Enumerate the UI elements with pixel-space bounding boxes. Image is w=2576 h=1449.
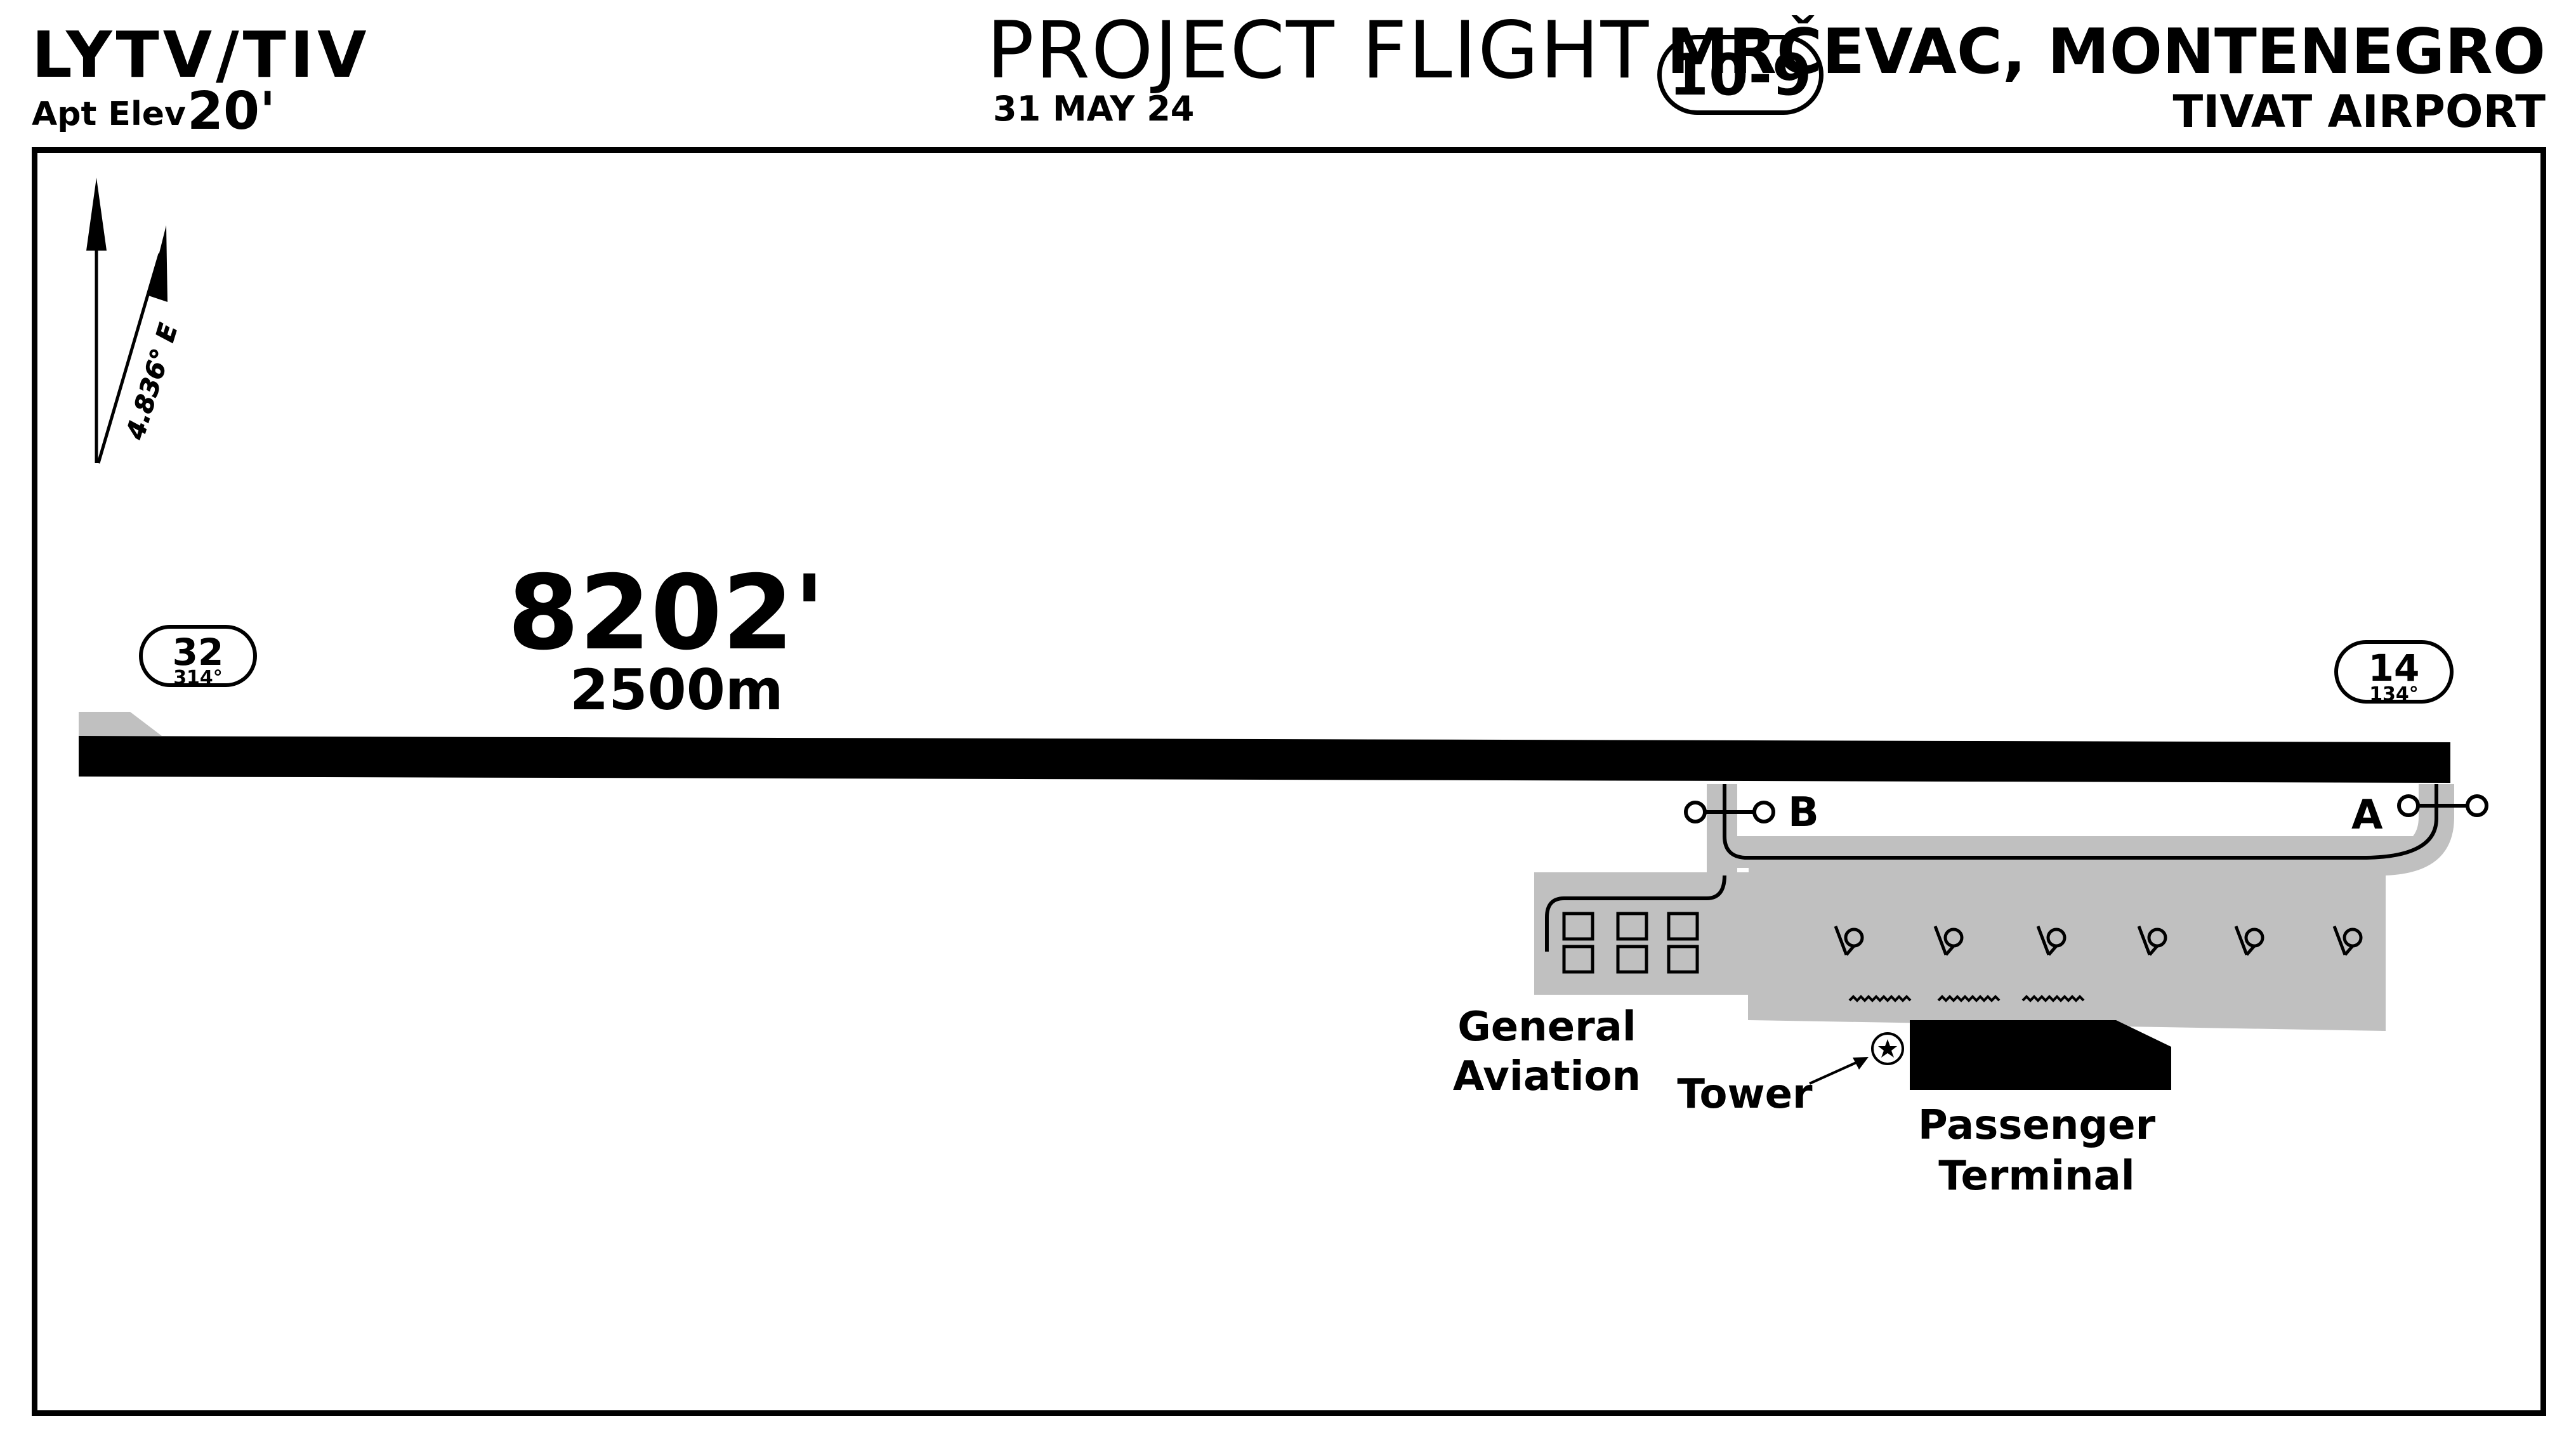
- tower-label: Tower: [1677, 1071, 1813, 1118]
- tower-icon: [1871, 1032, 1904, 1065]
- chart-number-badge: 10-9: [1657, 35, 1824, 115]
- taxiway-b-hold-marker: [1684, 801, 1775, 823]
- airport-name: TIVAT AIRPORT: [2172, 86, 2546, 138]
- parking-stand-icon: [2036, 926, 2067, 956]
- parking-stand-icon: [1834, 926, 1864, 956]
- parking-stands: [1834, 926, 2363, 956]
- chart-date: 31 MAY 24: [993, 89, 1195, 129]
- ga-parking-spots: [1562, 912, 1699, 974]
- chart-number: 10-9: [1669, 41, 1812, 108]
- runway-32-number: 32: [173, 631, 224, 674]
- north-arrow-icon: 4.836° E: [86, 178, 184, 464]
- parking-stand-icon: [2137, 926, 2167, 956]
- runway-32-heading: 314°: [173, 667, 223, 689]
- runway-length-ft: 8202': [508, 554, 825, 673]
- runway-end-14: 14 134°: [2334, 640, 2454, 705]
- terminal-label-line2: Terminal: [1938, 1153, 2134, 1200]
- general-aviation-label-line2: Aviation: [1453, 1053, 1641, 1100]
- tower-pointer-arrow: [1809, 1057, 1869, 1085]
- parking-stand-icon: [2332, 926, 2363, 956]
- pavement-areas: [79, 712, 2454, 1031]
- parallel-taxiway: [1737, 836, 2422, 868]
- runway-14-heading: 134°: [2369, 683, 2419, 705]
- main-apron: [1735, 853, 2386, 1031]
- taxiway-b-connector: [1707, 784, 1737, 879]
- gate-markings: [1848, 995, 2085, 1002]
- runway: [79, 736, 2450, 783]
- taxiway-a-label: A: [2351, 792, 2383, 839]
- taxiway-centerlines: [1545, 784, 2438, 952]
- airport-ident: LYTV/TIV: [32, 18, 371, 92]
- general-aviation-label-line1: General: [1457, 1004, 1636, 1051]
- elevation-value: 20': [187, 81, 276, 141]
- taxiway-a-hold-marker: [2397, 794, 2488, 817]
- taxiway-b-label: B: [1788, 789, 1819, 836]
- city-name: MRČEVAC, MONTENEGRO: [1667, 16, 2546, 88]
- magnetic-variation: 4.836° E: [121, 320, 183, 443]
- elevation-label: Apt Elev: [32, 95, 186, 133]
- publisher-title: PROJECT FLIGHT: [987, 5, 1650, 96]
- terminal-label-line1: Passenger: [1918, 1102, 2156, 1149]
- passenger-terminal-building: [1910, 1020, 2171, 1090]
- parking-stand-icon: [1933, 926, 1964, 956]
- ga-apron: [1534, 872, 1749, 995]
- runway-length-m: 2500m: [570, 657, 784, 723]
- chart-frame: [32, 147, 2546, 1416]
- runway-14-number: 14: [2369, 646, 2420, 690]
- runway-32-overrun: [79, 712, 162, 736]
- runway-end-32: 32 314°: [139, 625, 257, 689]
- parking-stand-icon: [2234, 926, 2264, 956]
